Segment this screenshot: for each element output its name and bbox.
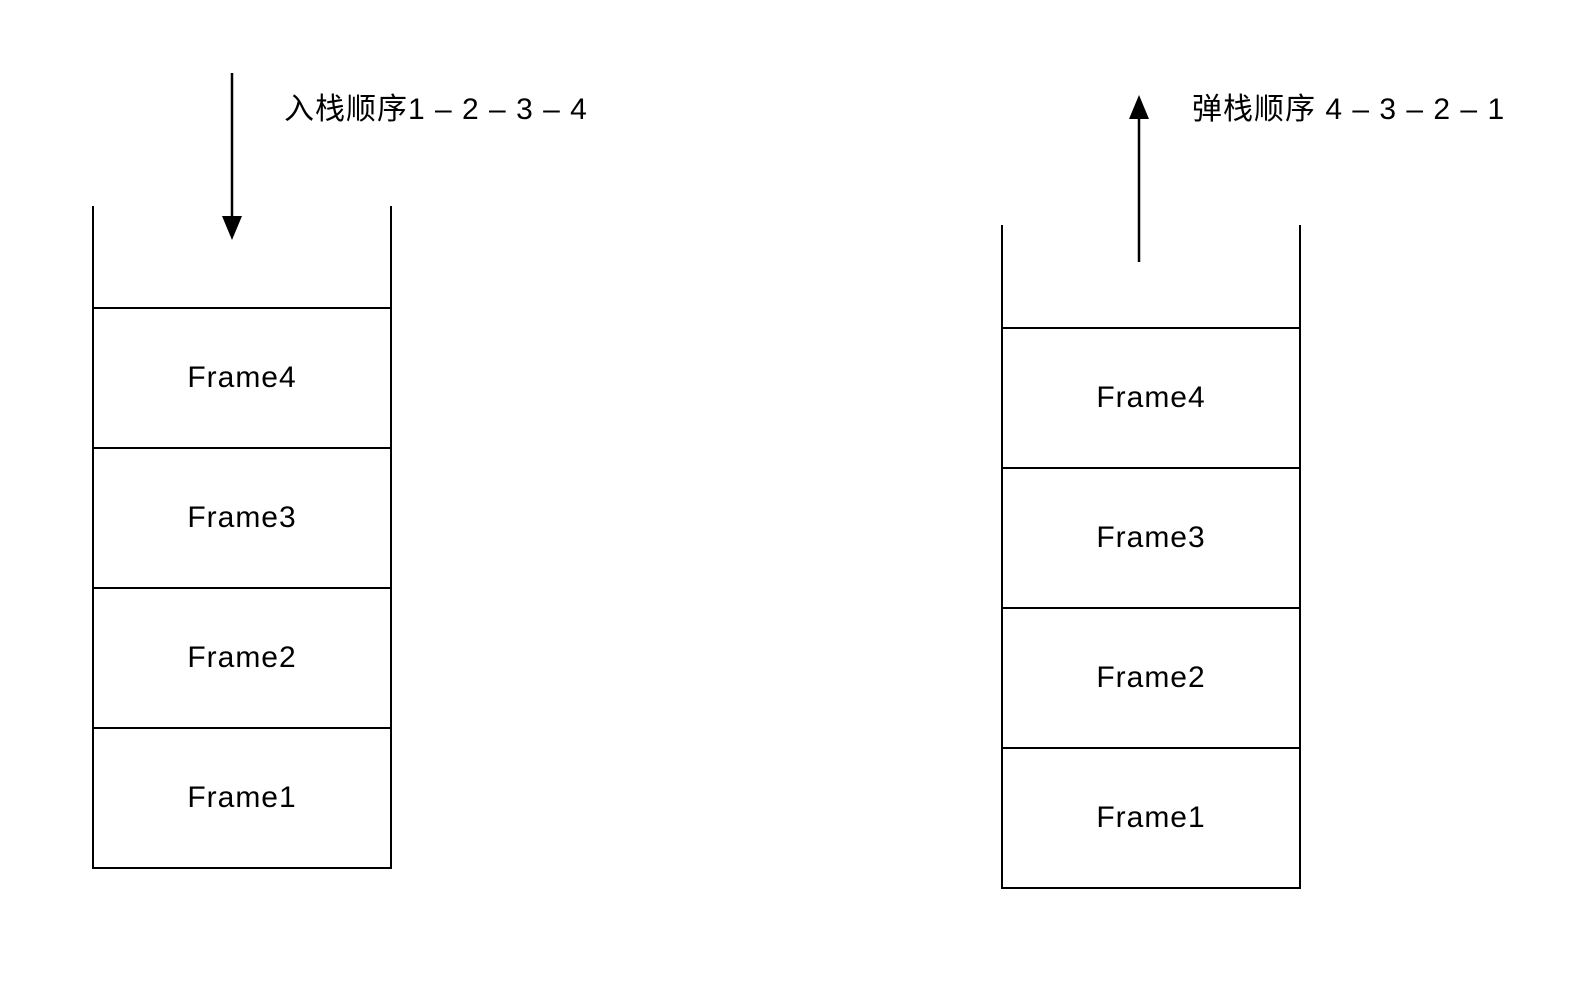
pop-stack-mouth [1003,225,1299,327]
push-stack-frame-3: Frame3 [94,447,390,587]
pop-stack-frame-2: Frame2 [1003,607,1299,747]
push-order-label: 入栈顺序1 – 2 – 3 – 4 [284,93,588,126]
push-stack-container: Frame4 Frame3 Frame2 Frame1 [92,206,392,869]
pop-order-label: 弹栈顺序 4 – 3 – 2 – 1 [1192,93,1506,126]
pop-stack-frame-3: Frame3 [1003,467,1299,607]
pop-stack-frame-1: Frame1 [1003,747,1299,887]
push-arrow-down-icon [222,73,242,240]
pop-stack-frame-4: Frame4 [1003,327,1299,467]
push-stack-frame-1: Frame1 [94,727,390,867]
push-stack-frame-2: Frame2 [94,587,390,727]
pop-stack-container: Frame4 Frame3 Frame2 Frame1 [1001,225,1301,889]
push-stack-frame-4: Frame4 [94,307,390,447]
push-stack-mouth [94,206,390,307]
pop-arrow-up-icon [1129,95,1149,262]
